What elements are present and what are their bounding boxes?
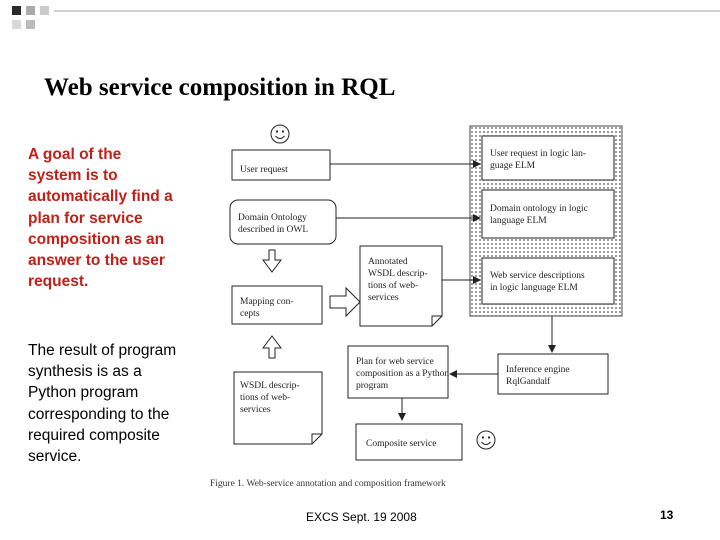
page-number: 13 — [660, 508, 674, 522]
domain-ontology-box — [229, 199, 337, 245]
user-request-elm-label: User request in logic lan- guage ELM — [490, 149, 588, 171]
hollow-down-arrow — [262, 249, 282, 273]
inference-engine-label: Inference engine RqlGandalf — [506, 364, 572, 387]
wsdl-descriptions-label: WSDL descrip- tions of web- services — [240, 381, 302, 415]
plan-box — [347, 345, 449, 399]
annotated-wsdl-label: Annotated WSDL descrip- tions of web- se… — [368, 257, 430, 303]
user-request-elm-box — [481, 135, 615, 181]
mapping-concepts-label: Mapping con- cepts — [240, 297, 296, 319]
user-request-label: User request — [240, 165, 288, 175]
composite-service-box — [355, 423, 463, 461]
user-request-box — [231, 149, 331, 181]
composite-service-label: Composite service — [366, 439, 436, 449]
goal-paragraph: A goal of the system is to automatically… — [28, 146, 173, 291]
smiley-icon — [270, 124, 290, 144]
web-service-elm-label: Web service descriptions in logic langua… — [490, 271, 587, 293]
result-paragraph: The result of program synthesis is as a … — [28, 342, 177, 466]
web-service-elm-box — [481, 257, 615, 305]
inference-engine-box — [497, 353, 609, 395]
figure-caption: Figure 1. Web-service annotation and com… — [210, 478, 446, 489]
mapping-concepts-box — [231, 285, 323, 325]
domain-ontology-label: Domain Ontology described in OWL — [238, 213, 309, 235]
plan-label: Plan for web service composition as a Py… — [356, 356, 452, 391]
domain-ontology-elm-box — [481, 189, 615, 239]
hollow-up-arrow — [262, 335, 282, 359]
smiley-icon — [476, 430, 496, 450]
domain-ontology-elm-label: Domain ontology in logic language ELM — [490, 204, 590, 226]
slide-decoration — [12, 6, 720, 29]
wsdl-descriptions-box — [233, 371, 323, 445]
annotated-wsdl-box — [359, 245, 443, 327]
slide-title: Web service composition in RQL — [44, 74, 396, 101]
block-right-arrow — [329, 286, 361, 318]
footer-text: EXCS Sept. 19 2008 — [306, 510, 417, 524]
composition-diagram: User request Domain Ontology described i… — [210, 124, 623, 489]
